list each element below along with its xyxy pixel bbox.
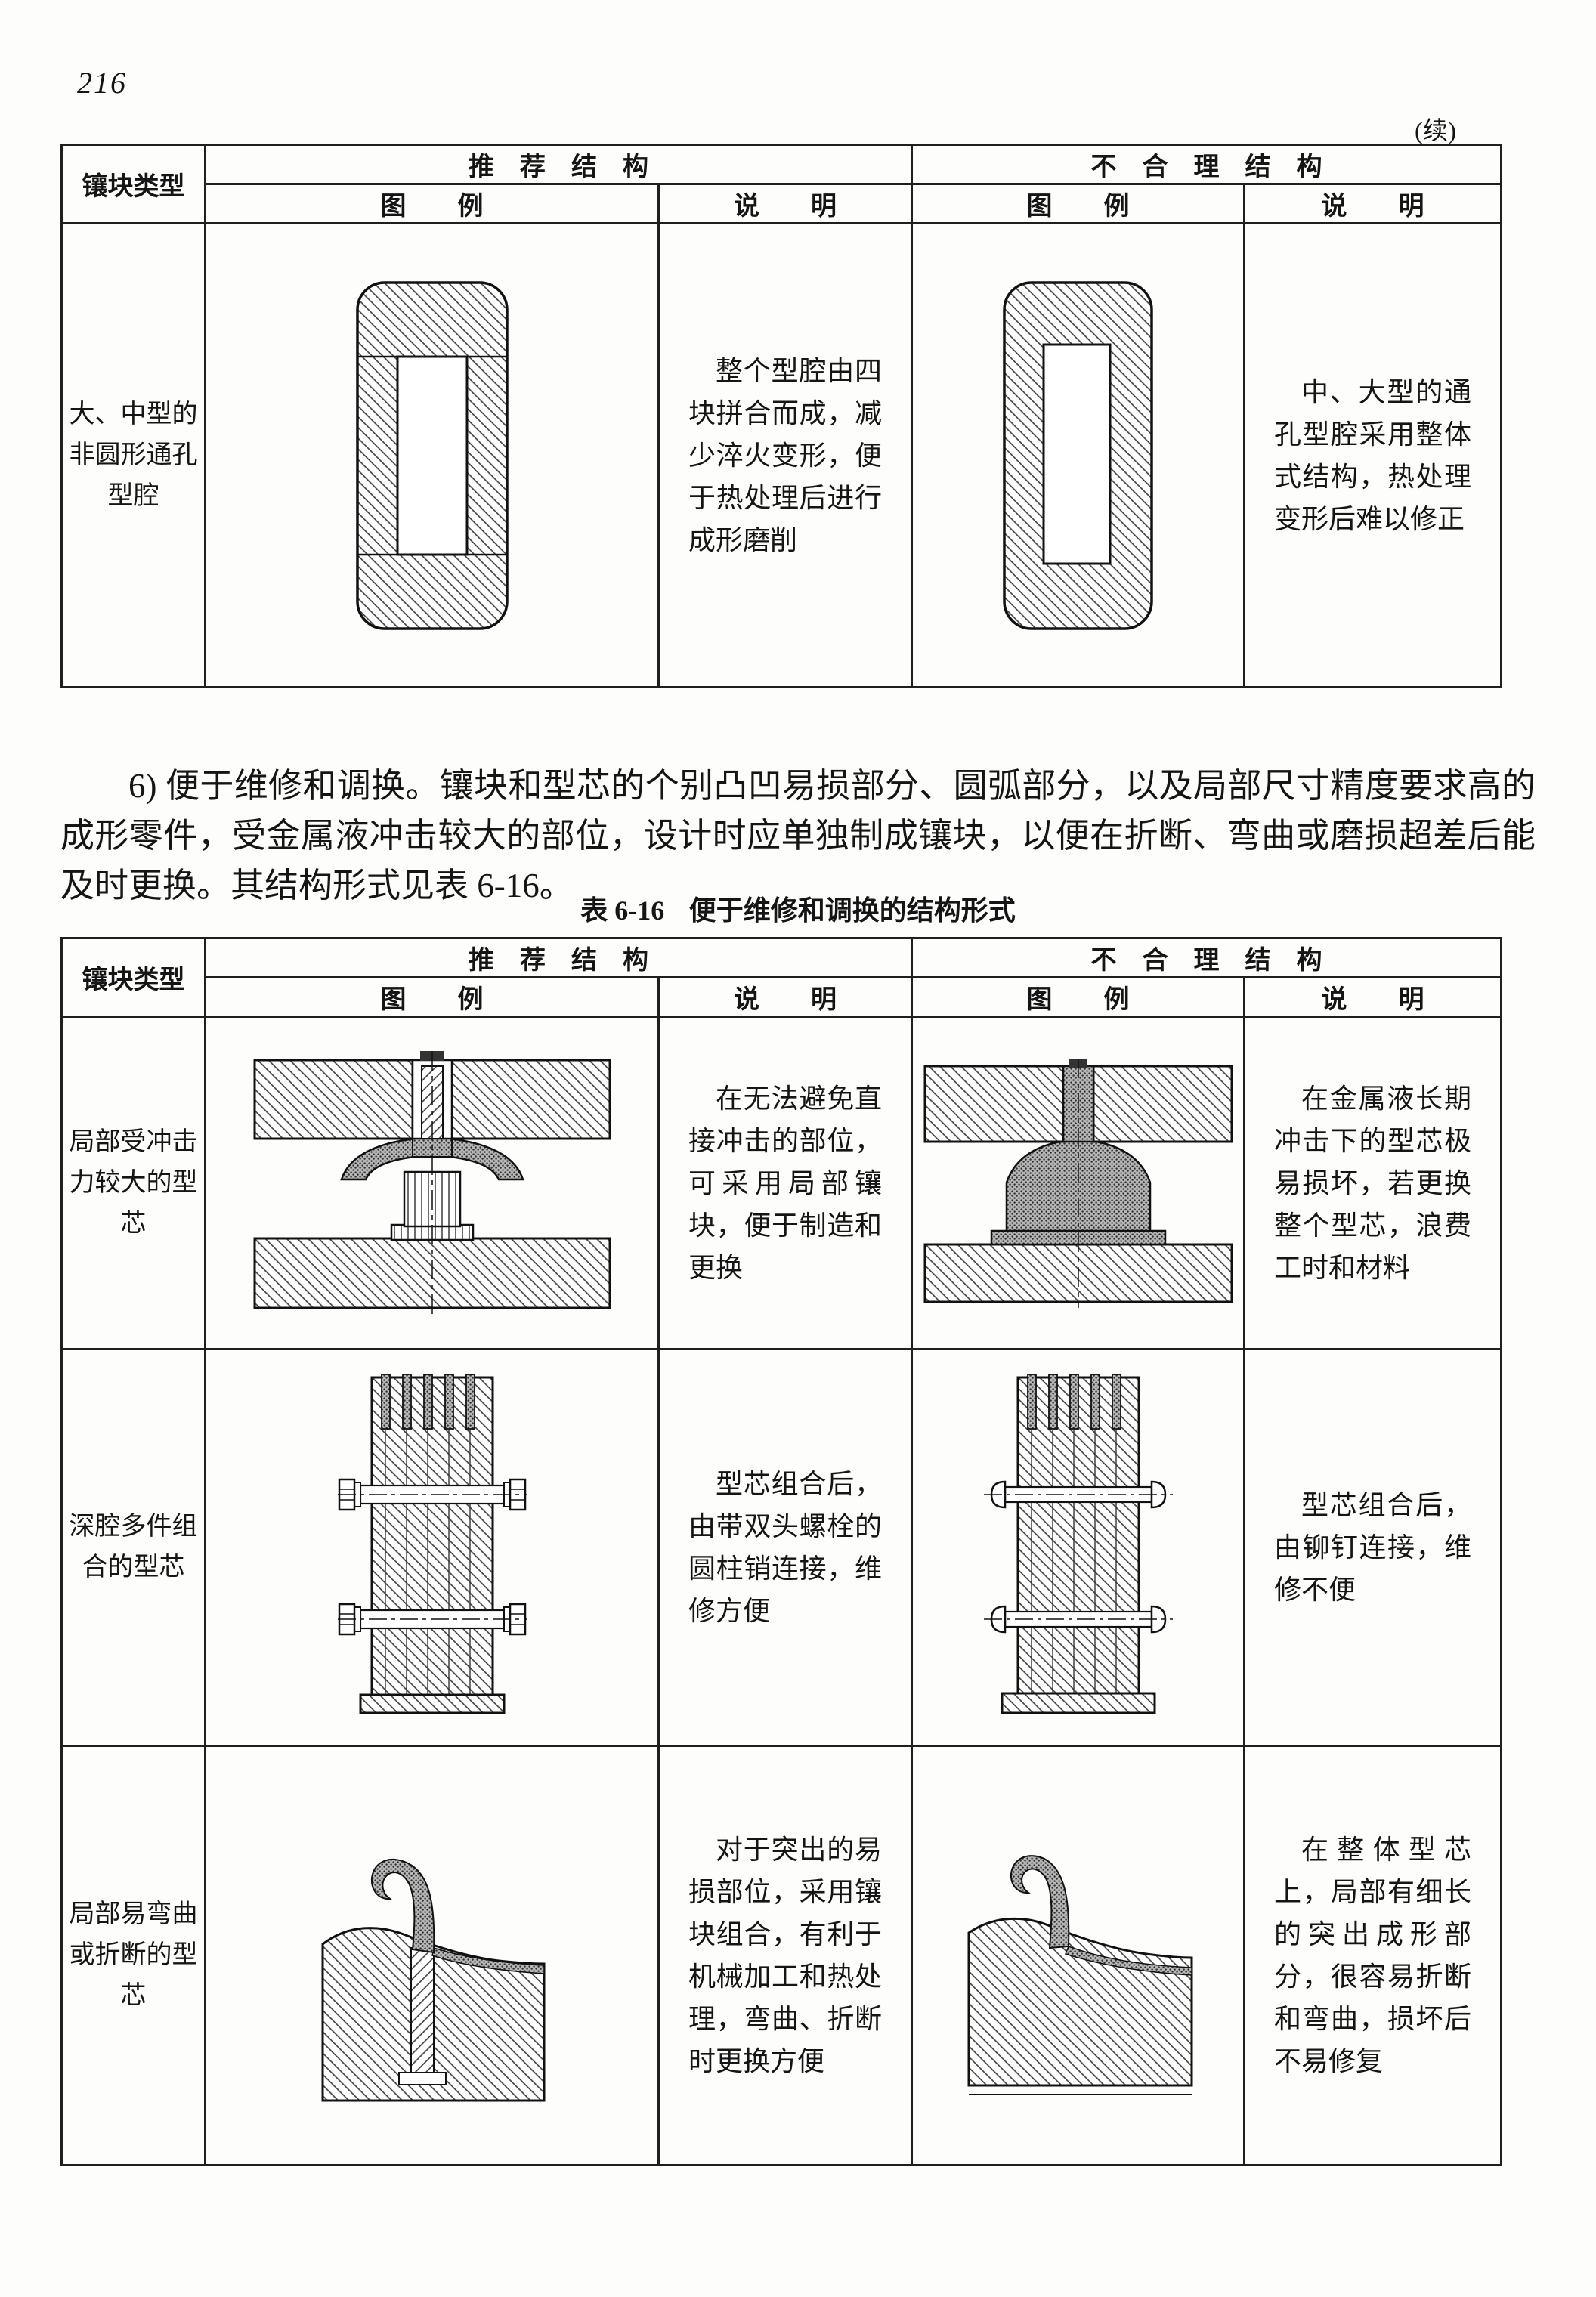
header-insert-type: 镶块类型 [60, 144, 206, 224]
table-row: 大、中型的非圆形通孔型腔 整个型腔由四块拼合而成，减少淬火变形，便于热处理后进行… [60, 222, 1502, 688]
header-figure-recommended: 图 例 [204, 976, 660, 1018]
cell-explanation-recommended: 对于突出的易损部位，采用镶块组合，有利于机械加工和热处理，弯曲、折断时更换方便 [657, 1745, 913, 2166]
cell-figure-unreasonable [911, 1745, 1245, 2166]
header-explanation-unreasonable: 说 明 [1243, 183, 1502, 224]
figure-riveted-core [983, 1374, 1173, 1714]
cell-figure-unreasonable [911, 1016, 1245, 1350]
cell-explanation-recommended: 在无法避免直接冲击的部位，可采用局部镶块，便于制造和更换 [657, 1016, 913, 1350]
cell-insert-type: 局部受冲击力较大的型芯 [60, 1016, 206, 1350]
continued-marker: (续) [1415, 118, 1456, 145]
cell-insert-type: 大、中型的非圆形通孔型腔 [60, 222, 206, 688]
figure-local-insert-core [253, 1050, 611, 1315]
header-unreasonable: 不 合 理 结 构 [911, 144, 1502, 185]
cell-explanation-recommended: 型芯组合后，由带双头螺栓的圆柱销连接，维修方便 [657, 1348, 913, 1747]
header-explanation-unreasonable: 说 明 [1243, 976, 1502, 1018]
cell-figure-recommended [204, 1348, 660, 1747]
cell-insert-type: 局部易弯曲或折断的型芯 [60, 1745, 206, 2166]
cell-explanation-unreasonable: 型芯组合后，由铆钉连接，维修不便 [1243, 1348, 1502, 1747]
cell-explanation-unreasonable: 在金属液长期冲击下的型芯极易损坏，若更换整个型芯，浪费工时和材料 [1243, 1016, 1502, 1350]
page-number: 216 [77, 66, 127, 100]
cell-figure-recommended [204, 1745, 660, 2166]
header-figure-unreasonable: 图 例 [911, 976, 1245, 1018]
header-figure-recommended: 图 例 [204, 183, 660, 224]
body-paragraph: 6) 便于维修和调换。镶块和型芯的个别凸凹易损部分、圆弧部分，以及局部尺寸精度要… [60, 767, 1536, 904]
header-unreasonable: 不 合 理 结 构 [911, 937, 1502, 978]
table-6-16: 镶块类型 推 荐 结 构 不 合 理 结 构 图 例 说 明 图 例 说 明 局… [60, 937, 1502, 2166]
cell-explanation-recommended: 整个型腔由四块拼合而成，减少淬火变形，便于热处理后进行成形磨削 [657, 222, 913, 688]
figure-integral-core [923, 1058, 1233, 1308]
cell-figure-recommended [204, 1016, 660, 1350]
header-explanation-recommended: 说 明 [657, 183, 913, 224]
header-explanation-recommended: 说 明 [657, 976, 913, 1018]
cell-insert-type: 深腔多件组合的型芯 [60, 1348, 206, 1747]
header-recommended: 推 荐 结 构 [204, 144, 913, 185]
table-row: 局部受冲击力较大的型芯 在无法避免直接冲击的部位，可采用局部镶块，便于制造和更换 [60, 1016, 1502, 1350]
table-caption: 表 6-16 便于维修和调换的结构形式 [0, 889, 1596, 928]
figure-integral-hook-core [967, 1855, 1192, 2095]
cell-explanation-unreasonable: 中、大型的通孔型腔采用整体式结构，热处理变形后难以修正 [1243, 222, 1502, 688]
table-row: 局部易弯曲或折断的型芯 对于突出的易损部位，采用镶块组合，有利于机械加工和热处理… [60, 1745, 1502, 2166]
table-row: 深腔多件组合的型芯 [60, 1348, 1502, 1747]
table-caption-text: 便于维修和调换的结构形式 [688, 895, 1016, 926]
table-continued: 镶块类型 推 荐 结 构 不 合 理 结 构 图 例 说 明 图 例 说 明 大… [60, 144, 1502, 688]
cell-figure-unreasonable [911, 222, 1245, 688]
cell-figure-unreasonable [911, 1348, 1245, 1747]
header-figure-unreasonable: 图 例 [911, 183, 1245, 224]
header-recommended: 推 荐 结 构 [204, 937, 913, 978]
table-caption-label: 表 6-16 [580, 895, 665, 926]
cell-explanation-unreasonable: 在整体型芯上，局部有细长的突出成形部分，很容易折断和弯曲，损坏后不易修复 [1243, 1745, 1502, 2166]
header-insert-type: 镶块类型 [60, 937, 206, 1018]
figure-four-piece-cavity [355, 280, 509, 630]
figure-solid-cavity [1003, 280, 1153, 630]
figure-stud-bolted-core [337, 1374, 527, 1714]
figure-insert-hook-core [321, 1858, 545, 2102]
cell-figure-recommended [204, 222, 660, 688]
